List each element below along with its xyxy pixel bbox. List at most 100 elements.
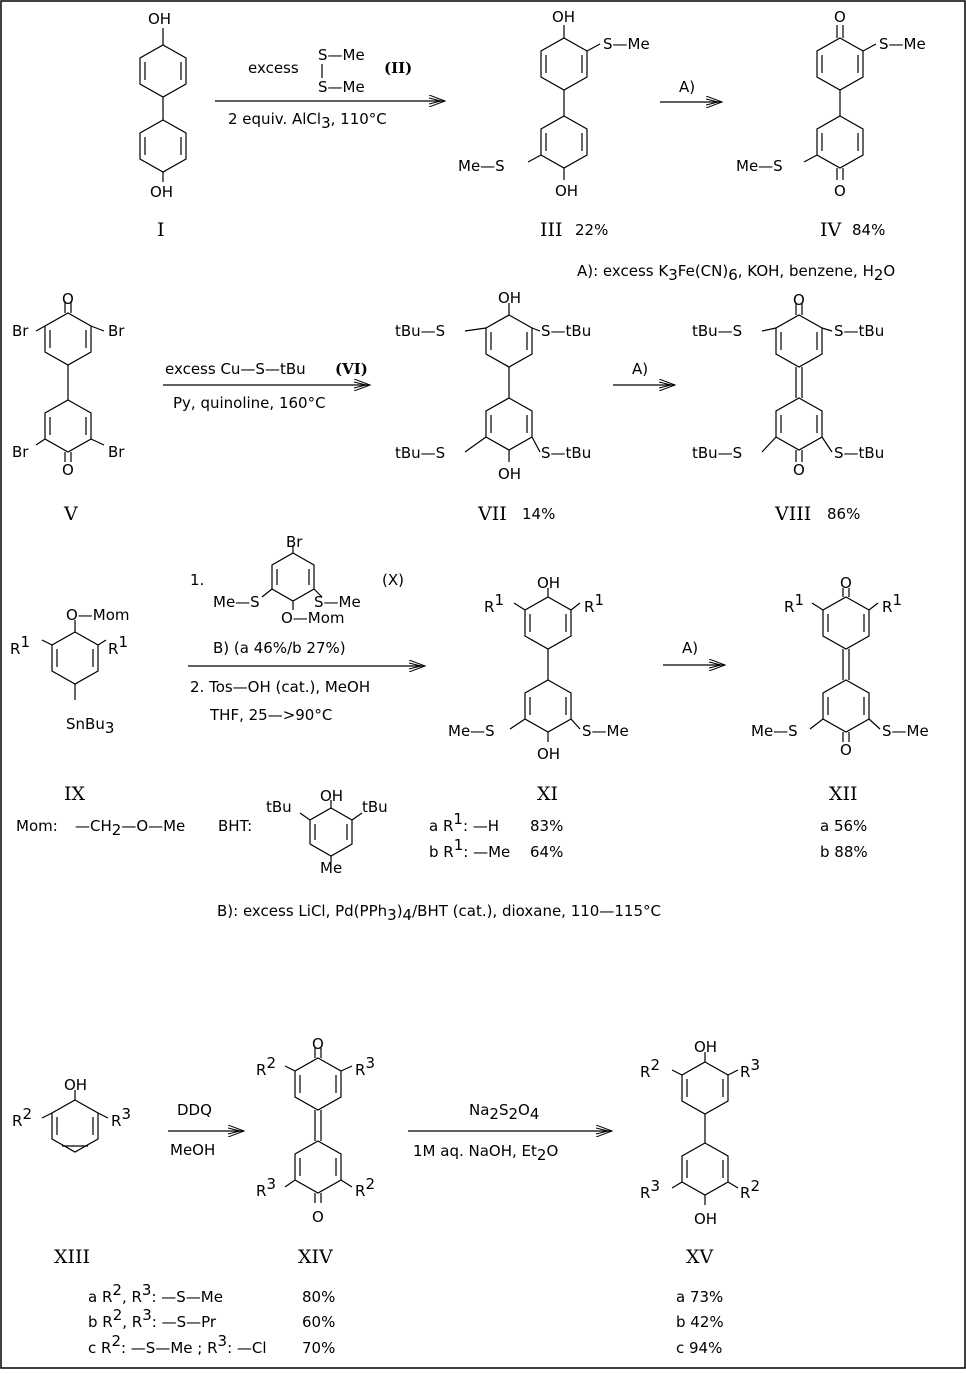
compound-I-top-oh: OH: [148, 10, 171, 28]
compound-III-sme-left: Me—S: [458, 157, 505, 175]
compound-III-bottom-oh: OH: [555, 182, 578, 200]
compound-IV-top-o: O: [834, 8, 846, 26]
mom-formula: —CH2—O—Me: [75, 817, 185, 839]
compound-V: [35, 301, 105, 462]
compound-VII-oh-top: OH: [498, 289, 521, 307]
compound-III: [527, 25, 601, 180]
compound-V-br-3: Br: [12, 443, 29, 461]
compound-VIII: [761, 303, 833, 462]
compound-III-yield: 22%: [575, 221, 608, 239]
bht-structure: [299, 800, 363, 862]
compound-XIV: [284, 1048, 353, 1203]
step-1: 1.: [190, 571, 204, 589]
compound-XV-c-yield: c 94%: [676, 1339, 722, 1357]
compound-IV-yield: 84%: [852, 221, 885, 239]
reagent-X-omom: O—Mom: [281, 609, 345, 627]
bht-oh: OH: [320, 787, 343, 805]
compound-XI-oh-bottom: OH: [537, 745, 560, 763]
compound-VIII-yield: 86%: [827, 505, 860, 523]
reagent-X-br: Br: [286, 533, 303, 551]
compound-XII-o-top: O: [840, 574, 852, 592]
compound-VIII-o-top: O: [793, 291, 805, 309]
bht-me: Me: [320, 859, 342, 877]
compound-XV-oh-top: OH: [694, 1038, 717, 1056]
compound-IV-sme-right: S—Me: [879, 35, 926, 53]
compound-VII-stbu-2: S—tBu: [541, 322, 591, 340]
compound-I: [139, 28, 187, 182]
compound-IV-sme-left: Me—S: [736, 157, 783, 175]
compound-XIV-r3-top: R3: [355, 1054, 375, 1079]
condition-8: 1M aq. NaOH, Et2O: [413, 1142, 558, 1164]
compound-XI-a: a R1: —H: [429, 810, 499, 835]
legend-a: a R2, R3: —S—Me: [88, 1281, 223, 1306]
compound-IX-r1-left: R1: [10, 633, 30, 658]
compound-III-sme-right: S—Me: [603, 35, 650, 53]
reagent-II-s1: S—Me: [318, 46, 365, 64]
compound-IV-bottom-o: O: [834, 182, 846, 200]
compound-XII-b-yield: b 88%: [820, 843, 868, 861]
compound-VII-oh-bottom: OH: [498, 465, 521, 483]
arrow-6-label: A): [682, 639, 698, 657]
compound-XIV-o-bottom: O: [312, 1208, 324, 1226]
compound-VIII-o-bottom: O: [793, 461, 805, 479]
compound-VIII-stbu-3: tBu—S: [692, 444, 742, 462]
reagent-VI-label: (VI): [335, 360, 368, 378]
compound-V-label: V: [63, 503, 78, 525]
compound-XV-r2-top: R2: [640, 1056, 660, 1081]
compound-VII-label: VII: [477, 503, 507, 525]
compound-XI-b-yield: 64%: [530, 843, 563, 861]
compound-XV-r3-bottom: R3: [640, 1177, 660, 1202]
compound-V-br-1: Br: [12, 322, 29, 340]
compound-XII-r1-right: R1: [882, 591, 902, 616]
compound-XIV-r2-top: R2: [256, 1054, 276, 1079]
compound-XV-r2-bottom: R2: [740, 1177, 760, 1202]
compound-XIV-r2-bottom: R2: [355, 1175, 375, 1200]
bht-tbu-right: tBu: [362, 798, 388, 816]
compound-XI-oh-top: OH: [537, 574, 560, 592]
compound-XI-r1-right: R1: [584, 591, 604, 616]
reagent-II-excess: excess: [248, 59, 299, 77]
legend-c: c R2: —S—Me ; R3: —Cl: [88, 1332, 267, 1357]
compound-III-label: III: [540, 219, 563, 241]
compound-XIII-oh: OH: [64, 1076, 87, 1094]
condition-3: Py, quinoline, 160°C: [173, 394, 326, 412]
compound-XIV-o-top: O: [312, 1035, 324, 1053]
reagent-X-sme-left: Me—S: [213, 593, 260, 611]
compound-VIII-stbu-2: S—tBu: [834, 322, 884, 340]
compound-VII-yield: 14%: [522, 505, 555, 523]
compound-XV-oh-bottom: OH: [694, 1210, 717, 1228]
compound-V-o-bottom: O: [62, 461, 74, 479]
bht-label: BHT:: [218, 817, 252, 835]
compound-VIII-stbu-1: tBu—S: [692, 322, 742, 340]
compound-XII-label: XII: [829, 783, 858, 805]
compound-XI-label: XI: [537, 783, 558, 805]
compound-XII-a-yield: a 56%: [820, 817, 867, 835]
mom-label: Mom:: [16, 817, 58, 835]
compound-IX-r1-right: R1: [108, 633, 128, 658]
compound-XIII-r3: R3: [111, 1105, 131, 1130]
compound-III-top-oh: OH: [552, 8, 575, 26]
compound-XIV-r3-bottom: R3: [256, 1175, 276, 1200]
compound-IX-label: IX: [64, 783, 86, 805]
compound-I-bottom-oh: OH: [150, 183, 173, 201]
compound-IX-omom: O—Mom: [66, 606, 130, 624]
compound-XII-r1-left: R1: [784, 591, 804, 616]
compound-XI: [509, 588, 581, 742]
compound-VII-stbu-4: S—tBu: [541, 444, 591, 462]
compound-VII: [464, 303, 541, 462]
compound-IV: [803, 25, 877, 180]
compound-XIII: [41, 1090, 109, 1153]
compound-VIII-label: VIII: [774, 503, 811, 525]
compound-VII-stbu-1: tBu—S: [395, 322, 445, 340]
reagent-X: [261, 545, 323, 610]
arrow-4-label: A): [632, 360, 648, 378]
reagent-X-label: (X): [382, 571, 404, 589]
compound-XIII-label: XIII: [54, 1246, 90, 1268]
reagent-na2s2o4: Na2S2O4: [469, 1101, 539, 1123]
reagent-II-label: (II): [384, 59, 412, 77]
compound-XIV-label: XIV: [298, 1246, 333, 1268]
compound-IX-snbu3: SnBu3: [66, 715, 114, 737]
compound-IV-label: IV: [820, 219, 842, 241]
